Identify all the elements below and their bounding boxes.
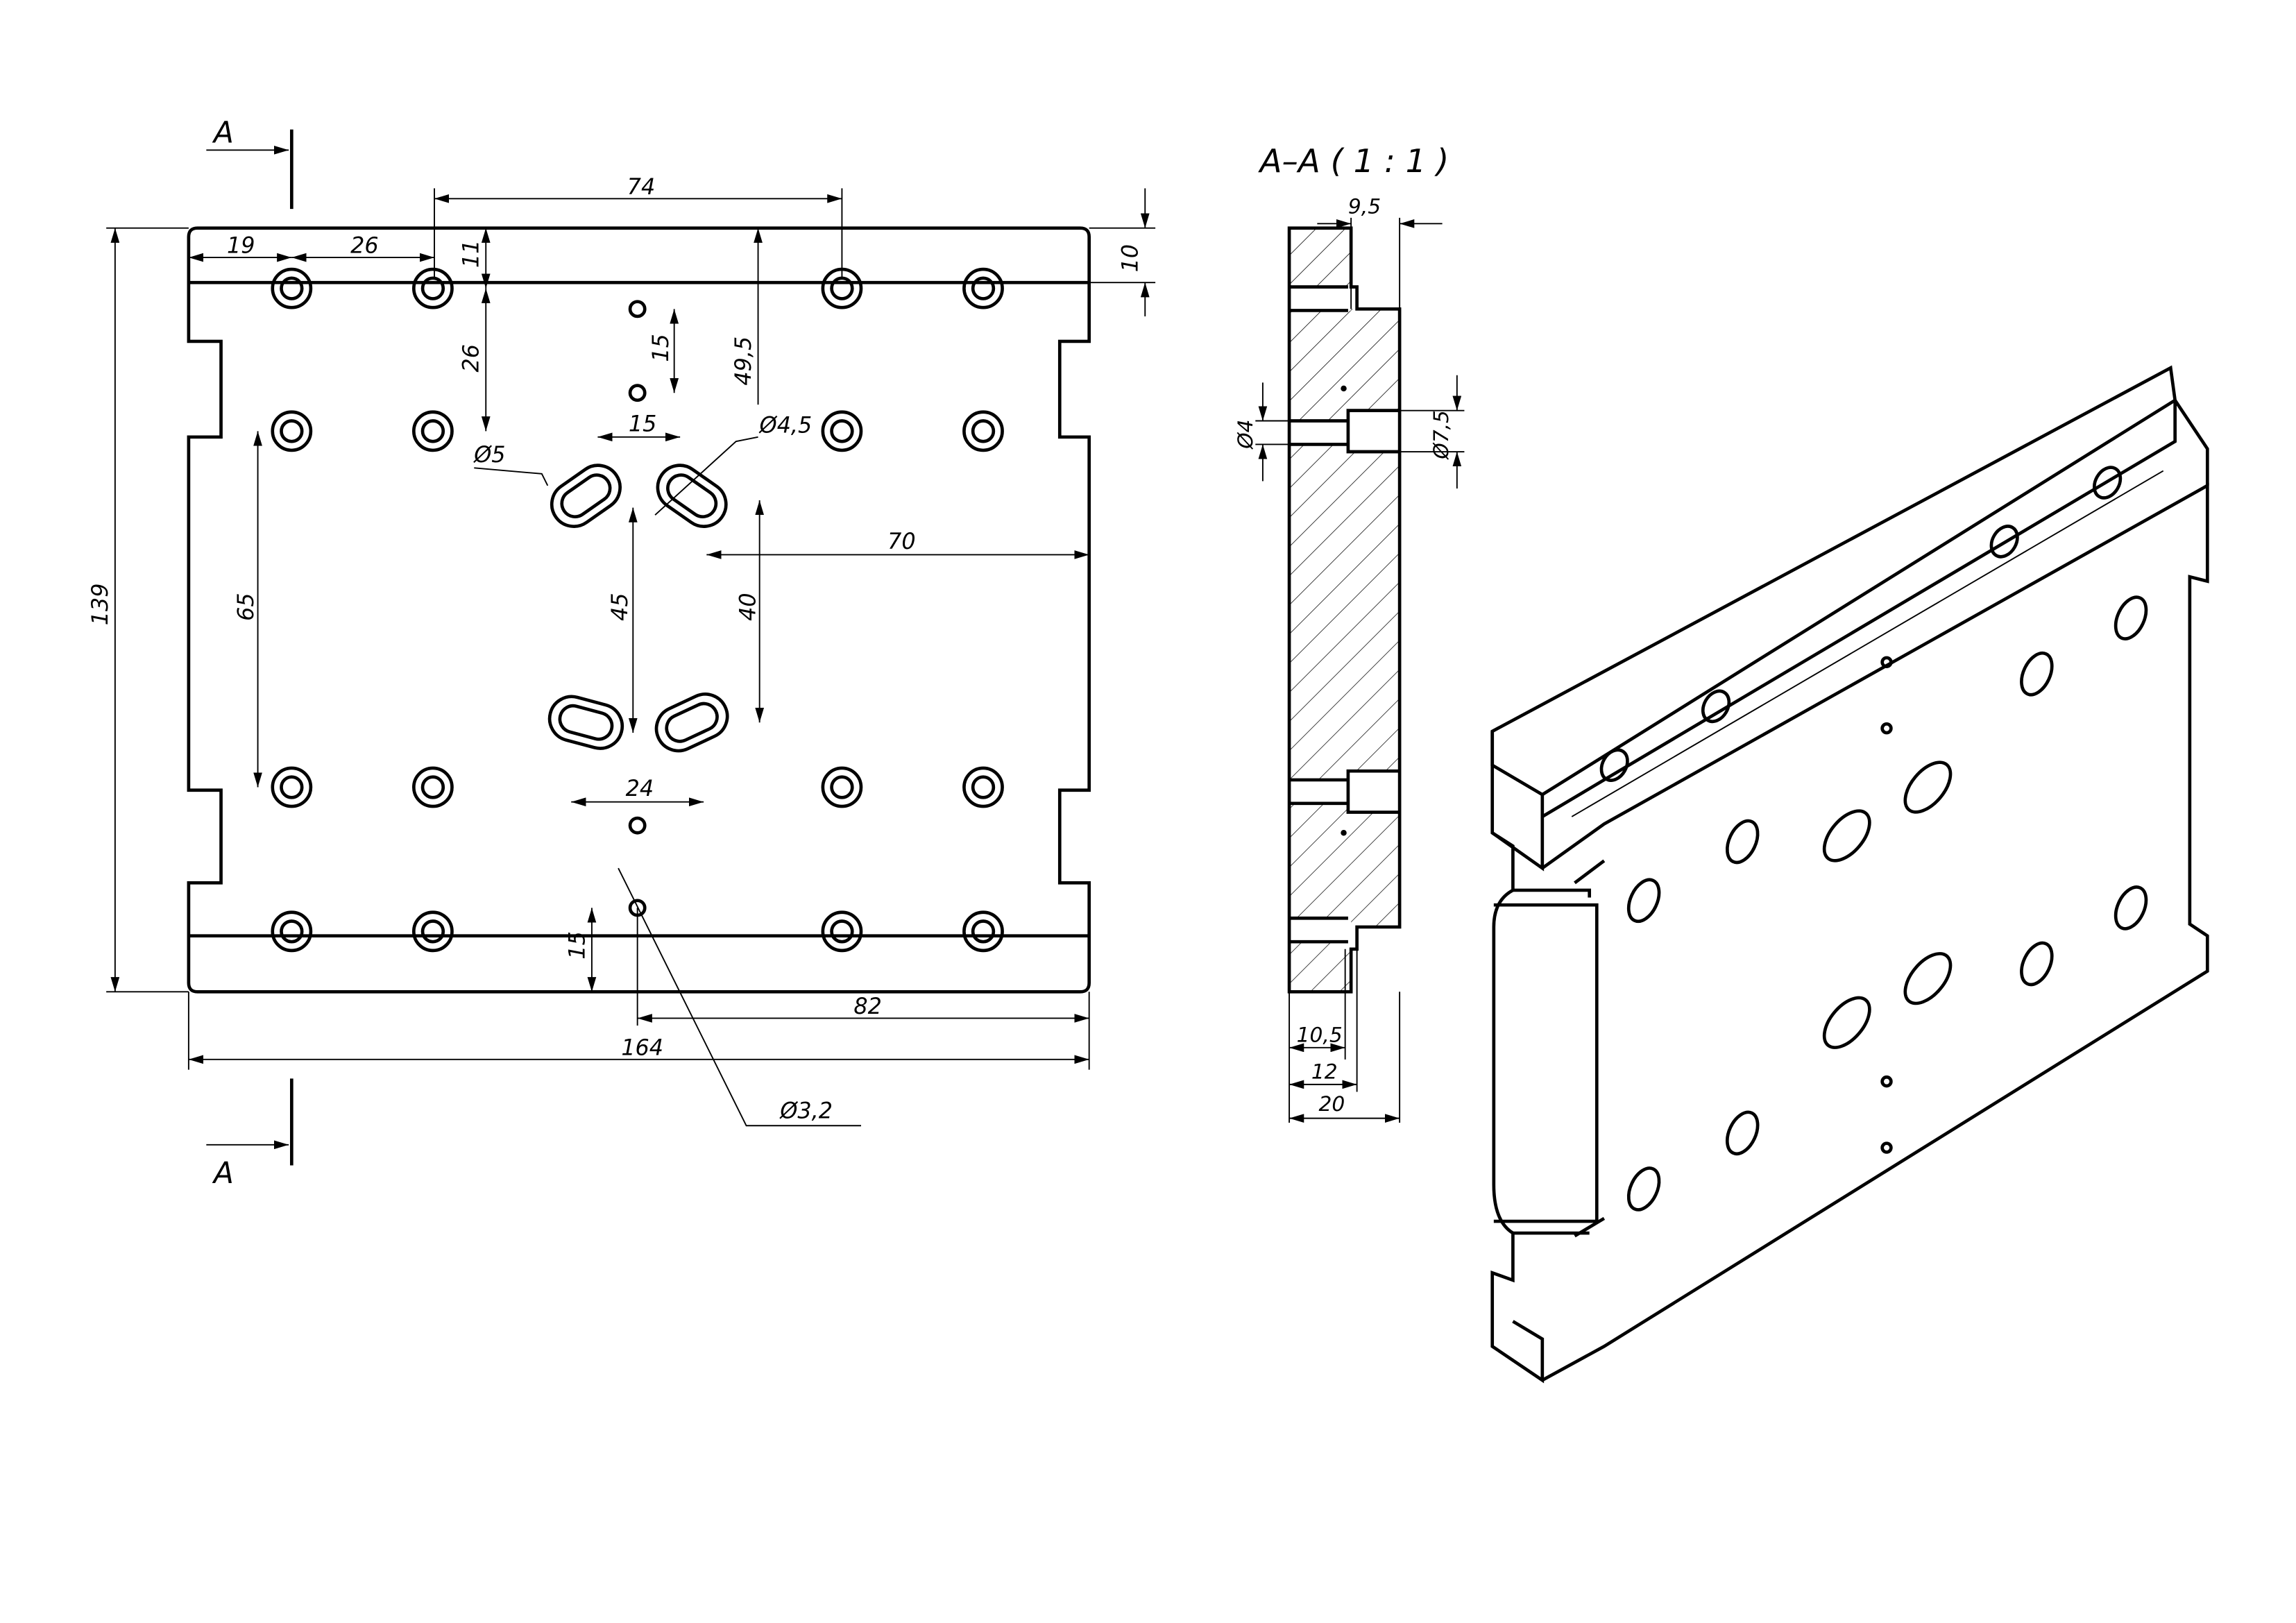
dim-82: 82 bbox=[853, 994, 881, 1019]
dim-10: 10 bbox=[1118, 244, 1143, 272]
iso-hole bbox=[2020, 651, 2054, 697]
iso-small-hole bbox=[1880, 1075, 1893, 1088]
iso-small-hole bbox=[1880, 722, 1893, 735]
section-dimension-lines bbox=[1255, 217, 1465, 1123]
counterbored-hole bbox=[420, 775, 445, 799]
iso-hole bbox=[1903, 760, 1953, 814]
counterbored-hole bbox=[271, 766, 313, 808]
counterbored-hole bbox=[971, 919, 996, 944]
counterbored-hole bbox=[821, 410, 863, 452]
dim-139: 139 bbox=[87, 584, 113, 626]
counterbored-hole bbox=[411, 410, 454, 452]
iso-hole bbox=[1822, 996, 1871, 1049]
iso-rail-hole bbox=[1701, 689, 1731, 724]
dim-dia-4-5: Ø4,5 bbox=[758, 412, 813, 438]
iso-hole bbox=[1725, 1110, 1760, 1156]
dim-19: 19 bbox=[227, 233, 255, 259]
dim-74: 74 bbox=[627, 174, 655, 200]
dim-11: 11 bbox=[459, 239, 484, 267]
front-view: A A bbox=[87, 117, 1156, 1191]
section-holes bbox=[1289, 285, 1400, 944]
dim-24: 24 bbox=[626, 776, 654, 801]
dim-15-bottom: 15 bbox=[564, 931, 590, 959]
dim-dia-7-5: Ø7,5 bbox=[1429, 410, 1453, 461]
dim-40: 40 bbox=[735, 593, 760, 620]
dim-dia-3-2: Ø3,2 bbox=[779, 1098, 833, 1124]
section-label-a-top: A bbox=[212, 117, 234, 151]
iso-hole bbox=[1903, 952, 1953, 1005]
counterbored-hole bbox=[280, 775, 304, 799]
counterbored-hole bbox=[830, 419, 854, 443]
section-dimension-texts: 9,5 Ø4 Ø7,5 10,5 12 20 bbox=[1233, 194, 1453, 1116]
counterbored-hole bbox=[280, 419, 304, 443]
counterbored-hole bbox=[830, 919, 854, 944]
iso-small-hole bbox=[1880, 656, 1893, 668]
counterbored-hole bbox=[411, 766, 454, 808]
counterbored-hole bbox=[271, 410, 313, 452]
iso-hole bbox=[2114, 885, 2148, 931]
section-title: A–A ( 1 : 1 ) bbox=[1258, 143, 1449, 180]
dim-49-5: 49,5 bbox=[731, 337, 756, 386]
dim-12: 12 bbox=[1311, 1059, 1338, 1083]
section-marker-bottom: A bbox=[206, 1078, 294, 1191]
dimension-texts: 74 19 26 11 10 139 26 15 49,5 15 Ø4,5 Ø5… bbox=[87, 174, 1143, 1124]
iso-small-hole bbox=[1880, 1141, 1893, 1154]
dim-10-5: 10,5 bbox=[1297, 1022, 1343, 1046]
counterbored-hole bbox=[962, 267, 1004, 309]
counterbored-hole bbox=[962, 410, 1004, 452]
dim-164: 164 bbox=[621, 1035, 663, 1060]
iso-hole bbox=[1822, 809, 1871, 863]
iso-hole bbox=[2020, 941, 2054, 987]
iso-hole bbox=[1725, 819, 1760, 865]
section-marker-top: A bbox=[206, 117, 294, 210]
counterbored-hole bbox=[830, 775, 854, 799]
isometric-view bbox=[1490, 365, 2209, 1384]
iso-hole bbox=[1626, 1166, 1661, 1212]
iso-hole bbox=[1626, 878, 1661, 924]
counterbored-hole bbox=[962, 766, 1004, 808]
dim-70: 70 bbox=[887, 529, 915, 554]
iso-rail-hole bbox=[1989, 525, 2019, 559]
dimension-lines bbox=[106, 188, 1156, 1127]
counterbored-hole bbox=[280, 276, 304, 300]
counterbored-hole bbox=[411, 910, 454, 953]
slots bbox=[547, 464, 729, 753]
counterbored-hole bbox=[420, 919, 445, 944]
dim-26-side: 26 bbox=[459, 344, 484, 372]
dim-45: 45 bbox=[607, 593, 633, 620]
dim-20: 20 bbox=[1318, 1091, 1345, 1116]
counterbored-hole bbox=[971, 419, 996, 443]
iso-rail-hole bbox=[2093, 466, 2123, 500]
counterbored-holes bbox=[271, 267, 1004, 953]
counterbored-hole bbox=[420, 276, 445, 300]
counterbored-hole bbox=[420, 419, 445, 443]
counterbored-hole bbox=[271, 910, 313, 953]
dim-65: 65 bbox=[233, 593, 259, 620]
dim-dia-4: Ø4 bbox=[1233, 420, 1257, 450]
dim-15-small: 15 bbox=[648, 334, 674, 362]
counterbored-hole bbox=[971, 276, 996, 300]
counterbored-hole bbox=[821, 766, 863, 808]
section-label-a-bottom: A bbox=[212, 1157, 234, 1191]
iso-rail-hole bbox=[1599, 748, 1629, 782]
counterbored-hole bbox=[271, 267, 313, 309]
iso-hole bbox=[2114, 595, 2148, 640]
plate-outline bbox=[187, 226, 1091, 994]
dim-15-slot: 15 bbox=[629, 411, 656, 436]
section-view: A–A ( 1 : 1 ) bbox=[1233, 143, 1465, 1123]
counterbored-hole bbox=[411, 267, 454, 309]
dim-9-5: 9,5 bbox=[1348, 194, 1381, 218]
counterbored-hole bbox=[971, 775, 996, 799]
counterbored-hole bbox=[280, 919, 304, 944]
dim-dia-5: Ø5 bbox=[473, 442, 505, 468]
counterbored-hole bbox=[962, 910, 1004, 953]
counterbored-hole bbox=[821, 910, 863, 953]
dim-26-top: 26 bbox=[350, 233, 378, 259]
